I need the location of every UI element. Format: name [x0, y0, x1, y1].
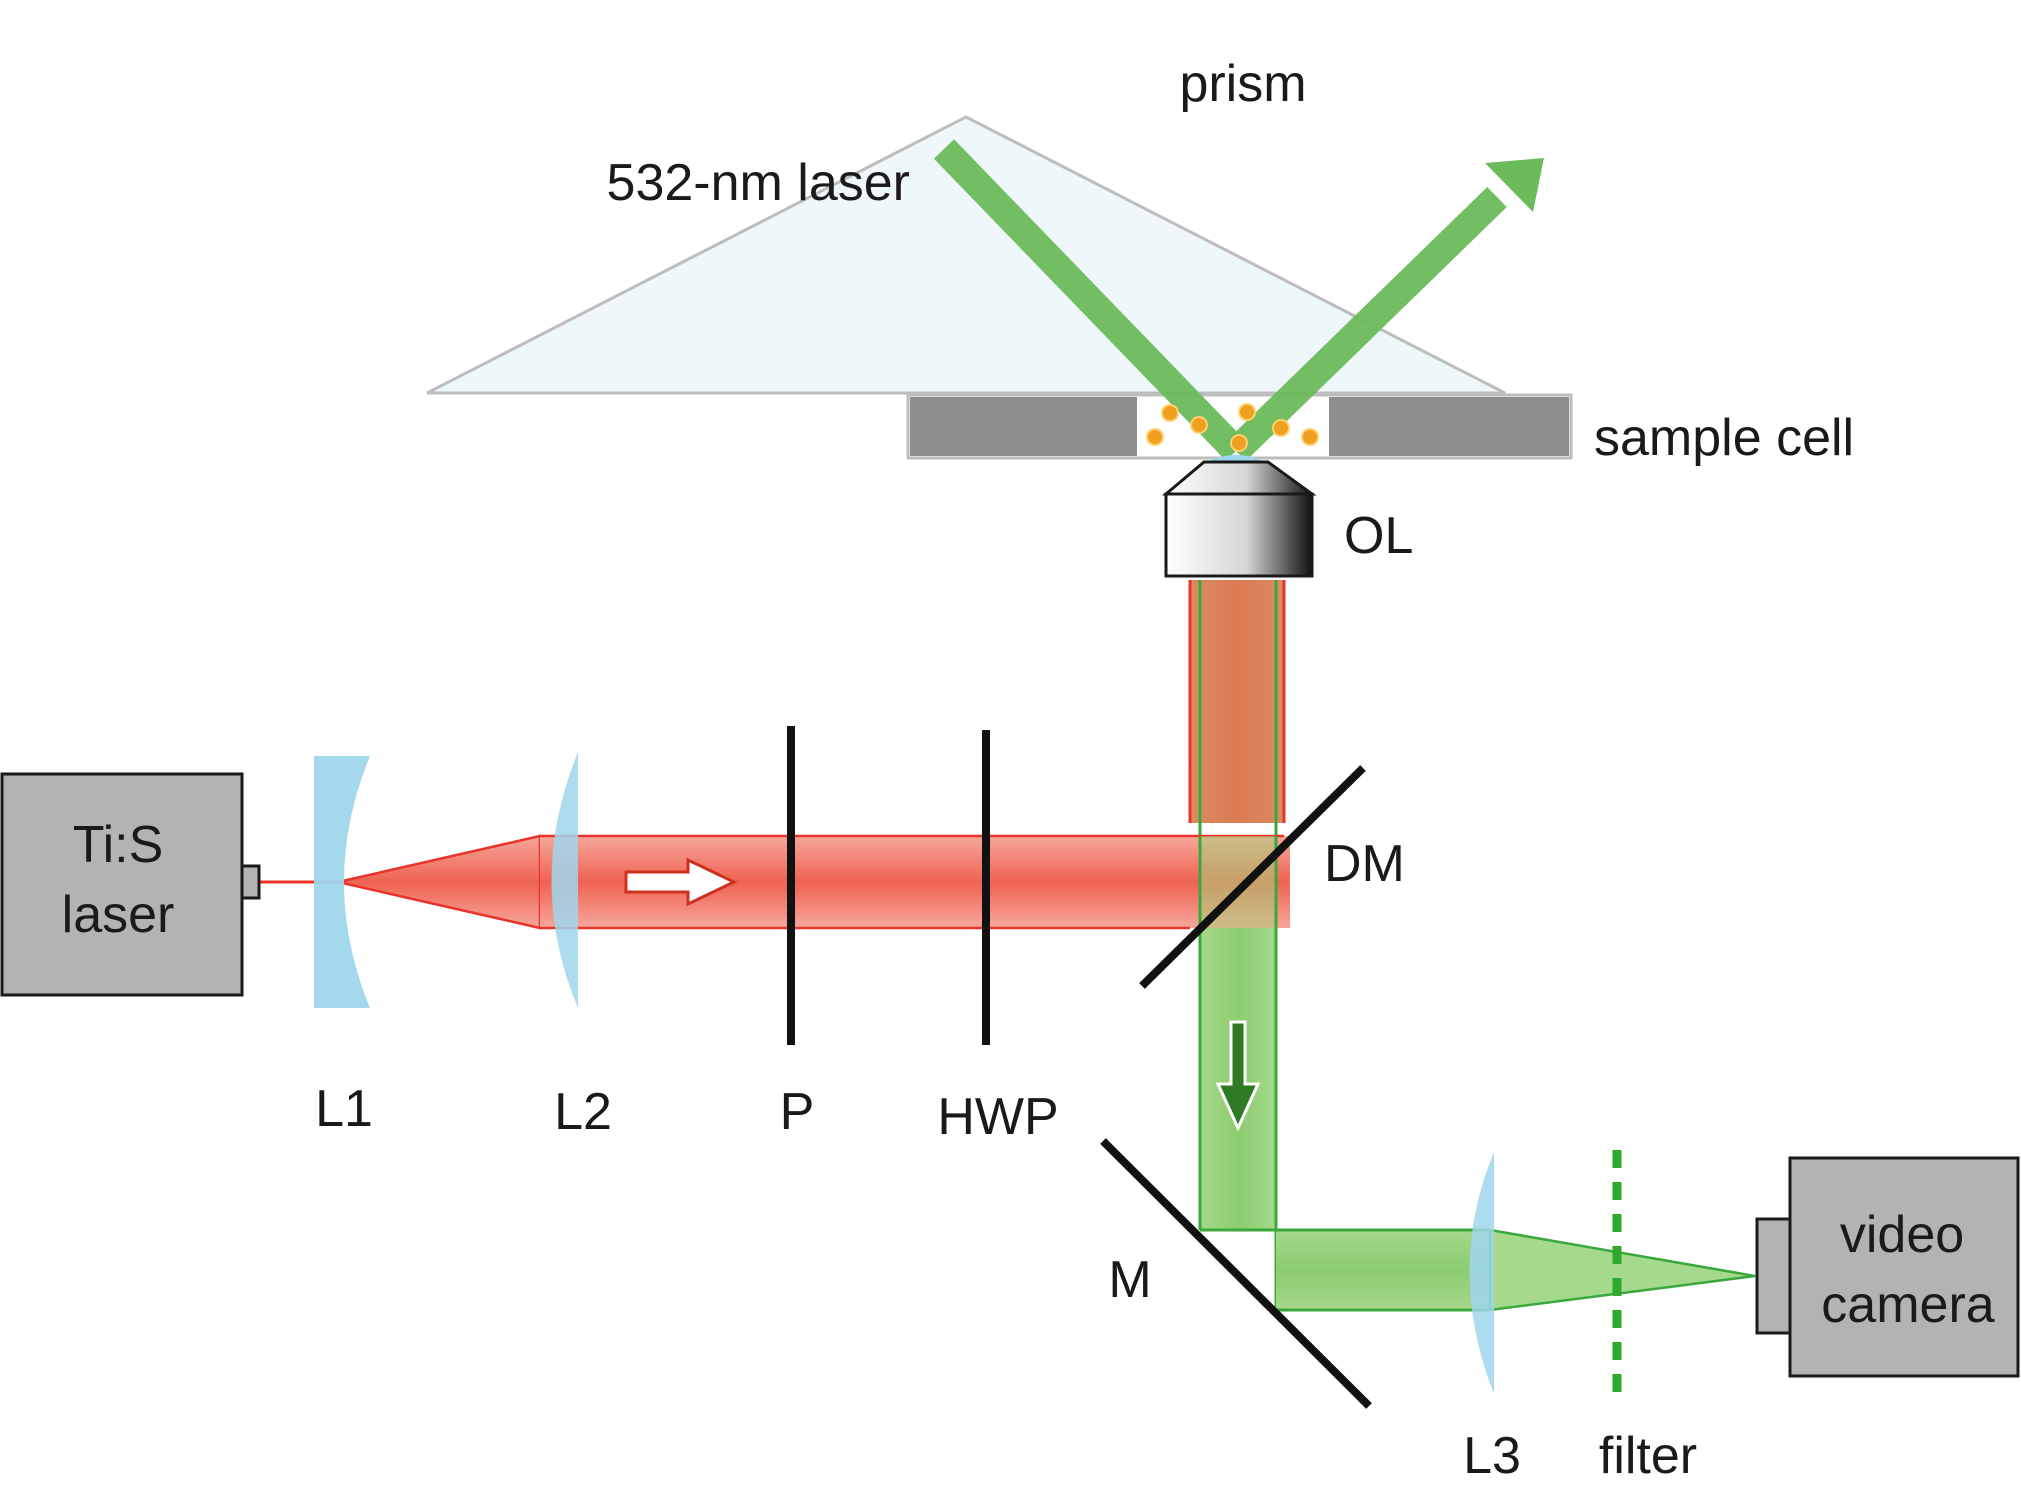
- label-dichroic-mirror: DM: [1324, 835, 1405, 893]
- green-beam-horizontal: [1200, 1230, 1490, 1310]
- green-beam-converging: [1488, 1228, 1756, 1312]
- particle: [1190, 416, 1208, 434]
- mirror: [1100, 1138, 1372, 1409]
- particle: [1161, 404, 1179, 422]
- nanoparticles: [1146, 403, 1319, 452]
- label-532nm-laser: 532-nm laser: [607, 154, 910, 212]
- label-tis-line1: Ti:S: [73, 816, 164, 874]
- label-polarizer: P: [780, 1083, 815, 1141]
- objective-lens-body: [1164, 492, 1314, 578]
- beam-out-arrowhead: [1485, 158, 1544, 212]
- camera-mount: [1755, 1217, 1792, 1335]
- objective-lens-tip: [1161, 460, 1317, 496]
- tis-laser-box: [0, 772, 244, 997]
- label-l1: L1: [315, 1080, 373, 1138]
- label-camera-line1: video: [1840, 1206, 1964, 1264]
- red-beam-diverging: [337, 834, 542, 930]
- excitation-laser-beam-in: [933, 139, 1247, 461]
- lens-l2: [551, 752, 578, 1008]
- label-mirror: M: [1108, 1251, 1151, 1309]
- sample-cell-right-block: [1329, 397, 1569, 456]
- particle: [1301, 428, 1319, 446]
- label-prism: prism: [1179, 55, 1306, 113]
- dichroic-mirror: [1139, 765, 1366, 989]
- particle: [1230, 434, 1248, 452]
- label-sample-cell: sample cell: [1594, 409, 1854, 467]
- label-filter: filter: [1599, 1427, 1697, 1485]
- red-direction-arrow: [624, 857, 738, 907]
- label-hwp: HWP: [937, 1088, 1058, 1146]
- lens-l3: [1469, 1152, 1494, 1394]
- label-l2: L2: [554, 1083, 612, 1141]
- green-direction-arrow: [1215, 1020, 1261, 1132]
- lens-l1: [314, 756, 370, 1008]
- excitation-laser-beam-out: [1226, 186, 1507, 462]
- particle: [1238, 403, 1256, 421]
- particle: [1146, 428, 1164, 446]
- sample-cell-left-block: [910, 397, 1137, 456]
- camera-box: [1788, 1156, 2020, 1378]
- particle: [1272, 419, 1290, 437]
- label-objective: OL: [1344, 507, 1413, 565]
- label-tis-line2: laser: [62, 886, 175, 944]
- label-l3: L3: [1463, 1427, 1521, 1485]
- tis-laser-aperture: [240, 864, 261, 900]
- red-beam-vertical: [1190, 580, 1284, 823]
- prism: [426, 115, 1506, 395]
- label-camera-line2: camera: [1821, 1276, 1994, 1334]
